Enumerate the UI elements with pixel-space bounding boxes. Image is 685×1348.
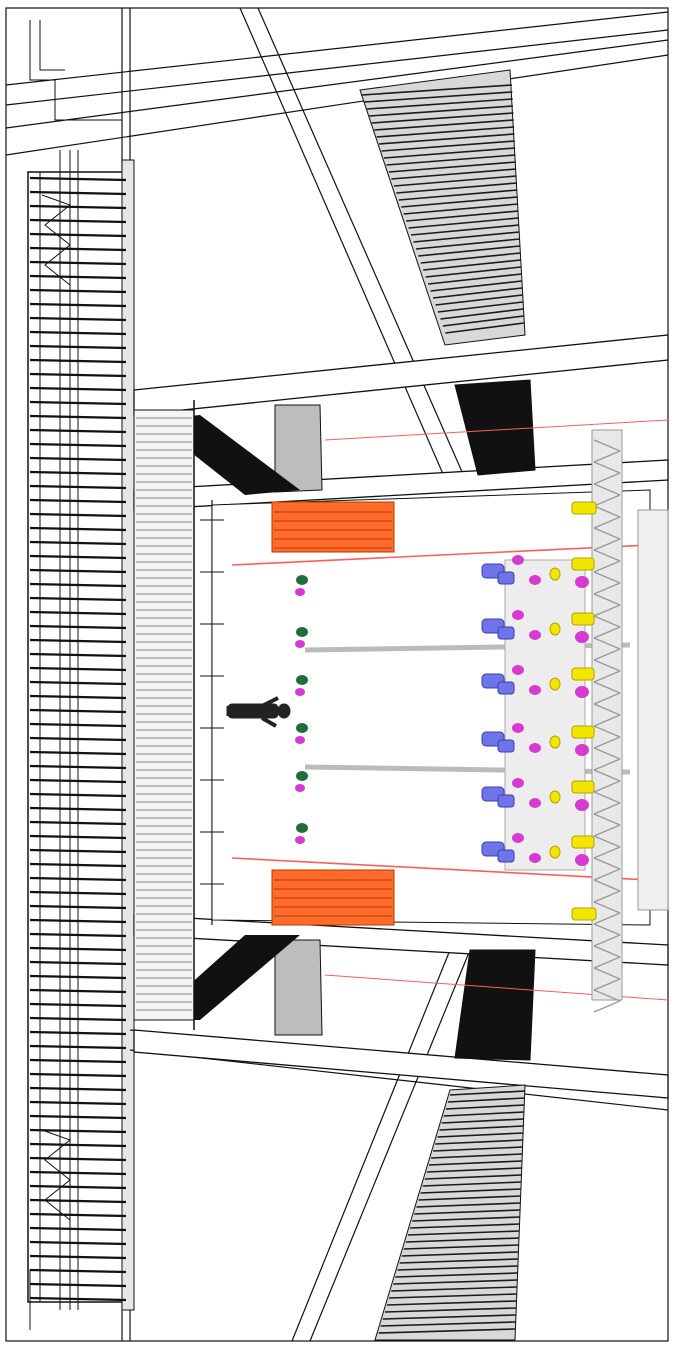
magenta-module (512, 833, 524, 843)
top-rails (5, 7, 669, 491)
yellow-module (549, 845, 561, 859)
green-node-row (295, 575, 308, 844)
green-node-5 (296, 823, 308, 833)
magenta-module-c (575, 576, 589, 588)
yellow-module-b (571, 612, 595, 626)
equipment-node-icon (481, 778, 595, 811)
yellow-module-b (571, 557, 595, 571)
blue-module-b (497, 739, 515, 753)
magenta-module-b (529, 743, 541, 753)
green-node-2 (296, 675, 308, 685)
green-node-4 (296, 771, 308, 781)
magenta-module-c (575, 744, 589, 756)
magenta-module (512, 723, 524, 733)
blue-module-b (497, 794, 515, 808)
yellow-module (549, 790, 561, 804)
magenta-module (512, 665, 524, 675)
equipment-node-icon (481, 833, 595, 866)
yellow-module-b (571, 667, 595, 681)
orange-fixture-bottom (271, 869, 395, 926)
orange-fixture-top (271, 501, 395, 553)
yellow-end-block-1 (571, 907, 597, 921)
inner-ladder (133, 400, 213, 1030)
yellow-end-block-0 (571, 501, 597, 515)
magenta-module (512, 555, 524, 565)
magenta-module-c (575, 799, 589, 811)
magenta-module-c (575, 686, 589, 698)
floor-ticks (200, 519, 224, 885)
yellow-module (549, 735, 561, 749)
lower-tray-hatch (378, 1090, 526, 1334)
magenta-module-b (529, 575, 541, 585)
green-node-0 (296, 575, 308, 585)
human-scale-figure-icon (226, 696, 291, 728)
yellow-module-b (571, 780, 595, 794)
magenta-module-b (529, 685, 541, 695)
green-node-1 (296, 627, 308, 637)
yellow-module-b (571, 835, 595, 849)
inner-ladder-hatch (136, 417, 192, 1011)
magenta-module-c (575, 854, 589, 866)
magenta-node-2 (295, 688, 305, 696)
magenta-node-3 (295, 736, 305, 744)
equipment-array (481, 501, 597, 921)
left-structure (27, 20, 135, 1330)
right-lattice (504, 429, 669, 1013)
equipment-node-icon (481, 723, 595, 756)
upper-tray-hatch (361, 84, 525, 334)
blue-module-b (497, 849, 515, 863)
upper-beams (133, 334, 669, 511)
equipment-node-icon (481, 665, 595, 698)
left-vertical-rails (29, 20, 122, 1330)
equipment-node-icon (481, 610, 595, 643)
equipment-node-icon (481, 555, 595, 588)
magenta-module-b (529, 798, 541, 808)
yellow-module (549, 567, 561, 581)
magenta-node-1 (295, 640, 305, 648)
magenta-node-0 (295, 588, 305, 596)
blue-module-b (497, 681, 515, 695)
magenta-node-5 (295, 836, 305, 844)
blue-module-b (497, 571, 515, 585)
yellow-module (549, 622, 561, 636)
magenta-node-4 (295, 784, 305, 792)
magenta-module-b (529, 630, 541, 640)
yellow-module-b (571, 725, 595, 739)
magenta-module-c (575, 631, 589, 643)
yellow-module (549, 677, 561, 691)
magenta-module (512, 778, 524, 788)
upper-cable-tray (150, 69, 536, 495)
green-node-3 (296, 723, 308, 733)
lower-cable-tray (150, 935, 536, 1341)
magenta-module-b (529, 853, 541, 863)
magenta-module (512, 610, 524, 620)
blue-module-b (497, 626, 515, 640)
